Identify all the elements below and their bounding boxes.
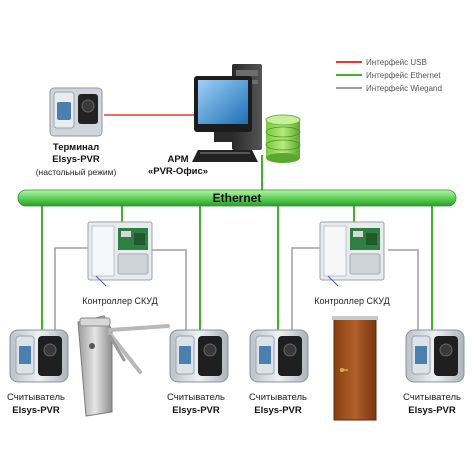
reader-2-title: Считыватель [167,392,225,403]
wiegand-link-left-a [54,247,90,330]
connections [41,114,433,330]
legend: Интерфейс USB Интерфейс Ethernet Интерфе… [336,58,442,93]
reader-3-model: Elsys-PVR [254,405,302,416]
terminal-title: Терминал [53,142,99,153]
database-icon [265,114,301,163]
wiegand-link-right-b [388,249,419,330]
controller-right: Контроллер СКУД [314,221,390,306]
legend-ethernet-label: Интерфейс Ethernet [366,71,441,80]
door-icon [332,316,378,421]
reader-4: Считыватель Elsys-PVR [403,329,465,416]
terminal: Терминал Elsys-PVR (настольный режим) [36,87,117,177]
palm-reader-icon [9,329,69,383]
controller-cabinet-icon [87,221,153,287]
reader-2: Считыватель Elsys-PVR [167,329,229,416]
workstation-name: «PVR-Офис» [148,166,208,177]
controller-cabinet-icon [319,221,385,287]
palm-reader-icon [405,329,465,383]
turnstile-icon [77,315,170,417]
reader-2-model: Elsys-PVR [172,405,220,416]
palm-reader-icon [169,329,229,383]
controller-left-label: Контроллер СКУД [82,296,157,306]
ethernet-bus: Ethernet [17,189,457,207]
reader-3: Считыватель Elsys-PVR [249,329,309,416]
terminal-model: Elsys-PVR [52,154,100,165]
controller-left: Контроллер СКУД [82,221,158,306]
reader-3-title: Считыватель [249,392,307,403]
legend-usb-label: Интерфейс USB [366,58,427,67]
reader-4-model: Elsys-PVR [408,405,456,416]
reader-1-title: Считыватель [7,392,65,403]
legend-wiegand-label: Интерфейс Wiegand [366,84,442,93]
ethernet-bus-bar [17,189,457,207]
palm-vein-terminal-icon [49,87,103,137]
palm-reader-icon [249,329,309,383]
reader-1: Считыватель Elsys-PVR [7,329,69,416]
workstation-title: АРМ [168,154,189,165]
controller-right-label: Контроллер СКУД [314,296,389,306]
terminal-mode: (настольный режим) [36,167,117,177]
wiegand-link-right-a [291,247,320,330]
reader-4-title: Считыватель [403,392,461,403]
wiegand-link-left-b [150,249,187,330]
ethernet-bus-label: Ethernet [213,191,262,205]
computer-icon [192,64,262,162]
workstation: АРМ «PVR-Офис» [148,64,301,177]
reader-1-model: Elsys-PVR [12,405,60,416]
